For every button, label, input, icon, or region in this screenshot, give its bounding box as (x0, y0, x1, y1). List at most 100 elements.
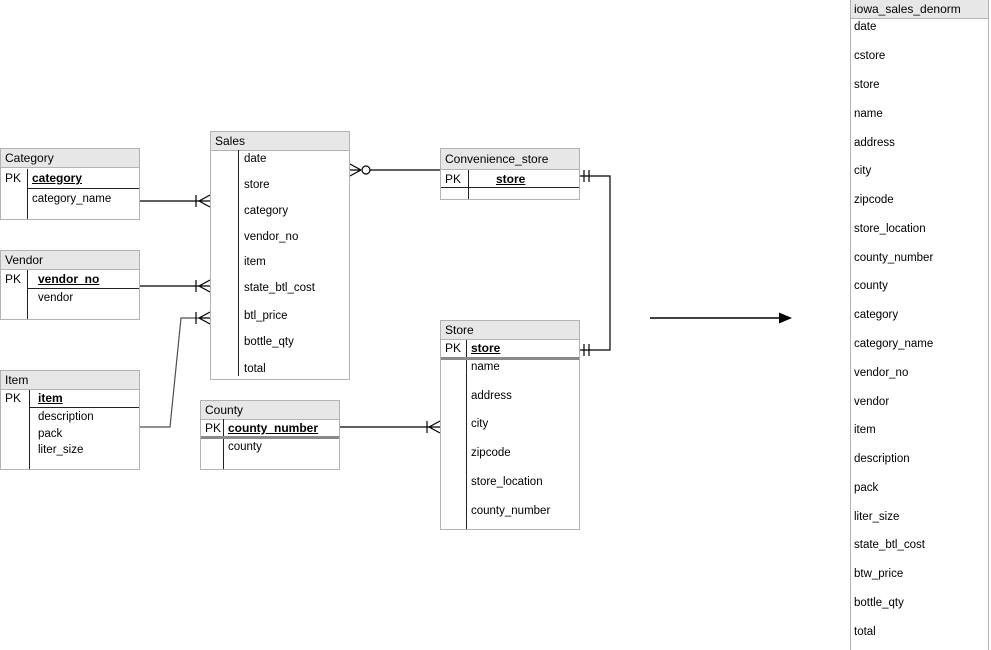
denorm-field-county: county (854, 280, 888, 292)
denorm-field-pack: pack (854, 482, 879, 494)
pk-label: PK (205, 421, 222, 435)
entity-convenience-store[interactable]: Convenience_store PK store (440, 148, 580, 200)
field-state-btl-cost: state_btl_cost (244, 282, 315, 294)
pk-field-store: store (471, 341, 501, 355)
denorm-field-name: name (854, 108, 883, 120)
connector-vendor-sales[interactable] (140, 279, 211, 293)
denorm-field-vendor-no: vendor_no (854, 367, 909, 379)
crowfoot-many-icon (349, 163, 362, 177)
pk-column-divider (27, 270, 28, 319)
denorm-field-liter-size: liter_size (854, 511, 900, 523)
entity-vendor[interactable]: Vendor PK vendor_no vendor (0, 250, 140, 320)
one-one-double-bar-marker (583, 170, 590, 182)
entity-county[interactable]: County PK county_number county (200, 400, 340, 470)
pk-column-divider (29, 390, 30, 469)
entity-item[interactable]: Item PK item description pack liter_size (0, 370, 140, 470)
pk-column-divider (223, 419, 224, 469)
pk-label: PK (5, 391, 22, 405)
connector-sales-convenience-store[interactable] (349, 163, 440, 177)
entity-sales[interactable]: Sales date store category vendor_no item… (210, 131, 350, 380)
denorm-field-state-btl-cost: state_btl_cost (854, 539, 925, 551)
denorm-field-vendor: vendor (854, 396, 890, 408)
denorm-flow-arrow (650, 312, 792, 324)
entity-title: Convenience_store (441, 149, 579, 170)
field-zipcode: zipcode (471, 447, 511, 459)
field-county-number: county_number (471, 505, 551, 517)
row-separator (27, 288, 139, 289)
denorm-field-category: category (854, 309, 899, 321)
field-vendor-no: vendor_no (244, 231, 299, 243)
denorm-field-item: item (854, 424, 876, 436)
pk-field-store: store (496, 172, 526, 186)
pk-column-divider (466, 340, 467, 529)
pk-field-item: item (38, 391, 63, 405)
zero-circle-marker (361, 165, 371, 175)
pk-column-divider (27, 169, 28, 219)
pk-field-county-number: county_number (228, 421, 319, 435)
pk-column-divider (238, 150, 239, 376)
field-store-location: store_location (471, 476, 543, 488)
pk-label: PK (445, 341, 462, 355)
crowfoot-many-icon (198, 194, 211, 208)
denorm-field-btw-price: btw_price (854, 568, 904, 580)
denorm-panel-title: iowa_sales_denorm (851, 0, 988, 19)
entity-title: Vendor (1, 251, 139, 270)
entity-title: Category (1, 149, 139, 168)
field-pack: pack (38, 428, 63, 440)
row-separator-thick (201, 436, 339, 439)
field-vendor: vendor (38, 292, 74, 304)
crowfoot-many-icon (198, 311, 211, 325)
field-liter-size: liter_size (38, 444, 84, 456)
denorm-field-zipcode: zipcode (854, 194, 894, 206)
connector-convenience-store-store[interactable] (580, 170, 611, 356)
pk-label: PK (445, 172, 462, 186)
connector-county-store[interactable] (340, 420, 441, 434)
denorm-field-bottle-qty: bottle_qty (854, 597, 904, 609)
entity-title: Sales (211, 132, 349, 151)
denorm-field-description: description (854, 453, 910, 465)
arrowhead-icon (779, 312, 792, 324)
row-separator-thick (441, 357, 579, 360)
field-date: date (244, 153, 267, 165)
field-name: name (471, 361, 500, 373)
row-separator (441, 187, 579, 188)
pk-field-vendor-no: vendor_no (38, 272, 100, 286)
connector-category-sales[interactable] (140, 194, 211, 208)
entity-title: Item (1, 371, 139, 390)
denorm-panel: iowa_sales_denorm date cstore store name… (850, 0, 989, 650)
field-category-name: category_name (32, 193, 112, 205)
denorm-field-total: total (854, 626, 876, 638)
denorm-field-store: store (854, 79, 880, 91)
denorm-field-cstore: cstore (854, 50, 886, 62)
field-city: city (471, 418, 489, 430)
field-store: store (244, 179, 270, 191)
denorm-field-category-name: category_name (854, 338, 934, 350)
row-separator (27, 188, 139, 189)
entity-store[interactable]: Store PK store name address city zipcode… (440, 320, 580, 530)
entity-title: Store (441, 321, 579, 340)
row-separator (29, 407, 139, 408)
one-one-double-bar-marker (583, 344, 590, 356)
field-bottle-qty: bottle_qty (244, 336, 294, 348)
field-address: address (471, 390, 512, 402)
field-description: description (38, 411, 94, 423)
denorm-field-date: date (854, 21, 877, 33)
crowfoot-many-icon (198, 279, 211, 293)
pk-label: PK (5, 171, 22, 185)
field-category: category (244, 205, 289, 217)
pk-column-divider (468, 170, 469, 199)
denorm-field-city: city (854, 165, 872, 177)
denorm-field-store-location: store_location (854, 223, 926, 235)
connector-item-sales[interactable] (140, 311, 211, 428)
denorm-field-address: address (854, 137, 895, 149)
pk-field-category: category (32, 171, 83, 185)
field-total: total (244, 363, 266, 375)
entity-category[interactable]: Category PK category category_name (0, 148, 140, 220)
pk-label: PK (5, 272, 22, 286)
crowfoot-many-icon (428, 420, 441, 434)
denorm-field-county-number: county_number (854, 252, 934, 264)
field-item: item (244, 256, 266, 268)
field-btl-price: btl_price (244, 310, 288, 322)
